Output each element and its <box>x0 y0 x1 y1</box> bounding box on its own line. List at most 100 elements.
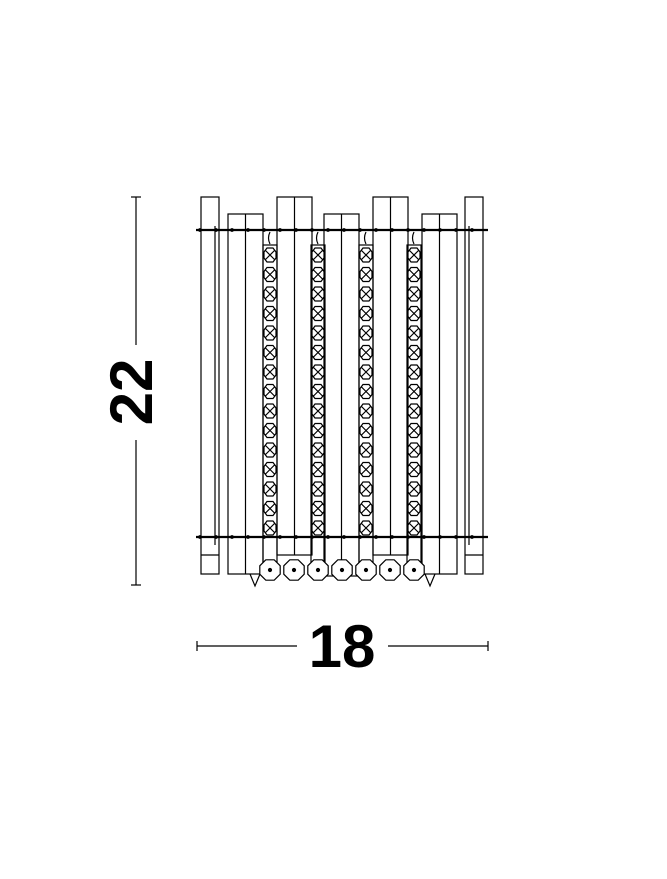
crystal-facet <box>264 522 276 534</box>
crystal-facet <box>360 308 372 319</box>
crystal-facet <box>360 405 372 417</box>
rod-rivet <box>342 535 346 539</box>
wall-lamp-drawing <box>196 196 488 588</box>
crystal-facet <box>408 249 420 261</box>
crystal-facet <box>264 386 276 397</box>
crystal-facet <box>312 269 324 280</box>
rod-rivet <box>294 535 298 539</box>
side-bar <box>464 196 484 575</box>
rod-rivet <box>374 228 378 232</box>
bottom-crystal-center <box>363 567 369 573</box>
rod-rivet <box>262 228 266 232</box>
bottom-crystal-center <box>315 567 321 573</box>
height-dimension: 22 <box>98 196 165 586</box>
rod-rivet <box>438 535 442 539</box>
rod-rivet <box>454 228 458 232</box>
rod-rivet <box>422 535 426 539</box>
rod-rivet <box>358 228 362 232</box>
crystal-facet <box>360 249 372 261</box>
crystal-facet <box>312 308 324 319</box>
crystal-facet <box>264 308 276 319</box>
rod-rivet <box>422 228 426 232</box>
crystal-facet <box>408 327 420 339</box>
rod-rivet <box>214 535 218 539</box>
crystal-facet <box>264 483 276 495</box>
rod-rivet <box>294 228 298 232</box>
crystal-facet <box>312 483 324 495</box>
crystal-facet <box>312 464 324 475</box>
rod-rivet <box>374 535 378 539</box>
crystal-facet <box>360 269 372 280</box>
rod-rivet <box>198 228 202 232</box>
crystal-facet <box>312 327 324 339</box>
rod-rivet <box>230 228 234 232</box>
rod-rivet <box>214 228 218 232</box>
crystal-facet <box>312 405 324 417</box>
rod-rivet <box>438 228 442 232</box>
rod-rivet <box>230 535 234 539</box>
width-label: 18 <box>309 613 376 680</box>
crystal-facet <box>408 425 420 436</box>
drop-pendant <box>249 573 261 588</box>
crystal-facet <box>264 269 276 280</box>
crystal-facet <box>264 249 276 261</box>
rod-rivet <box>342 228 346 232</box>
crystal-facet <box>408 269 420 280</box>
crystal-hook <box>315 231 319 245</box>
crystal-facet <box>408 483 420 495</box>
height-label: 22 <box>98 359 165 426</box>
crystal-facet <box>360 347 372 358</box>
rod-rivet <box>246 535 250 539</box>
crystal-facet <box>408 366 420 378</box>
crystal-facet <box>264 366 276 378</box>
rod-rivet <box>390 228 394 232</box>
crystal-facet <box>360 425 372 436</box>
crystal-facet <box>312 522 324 534</box>
crystal-facet <box>360 288 372 300</box>
crystal-facet <box>408 347 420 358</box>
crystal-facet <box>264 425 276 436</box>
crystal-facet <box>360 327 372 339</box>
crystal-facet <box>264 347 276 358</box>
bottom-crystal-center <box>387 567 393 573</box>
rod-rivet <box>390 535 394 539</box>
rod-rivet <box>310 228 314 232</box>
crystal-facet <box>264 464 276 475</box>
crystal-facet <box>312 288 324 300</box>
crystal-facet <box>264 327 276 339</box>
width-dimension: 18 <box>196 613 489 680</box>
crystal-facet <box>312 503 324 514</box>
crystal-facet <box>408 308 420 319</box>
rod-rivet <box>246 228 250 232</box>
crystal-hook <box>411 231 415 245</box>
crystal-facet <box>360 503 372 514</box>
crystal-facet <box>312 425 324 436</box>
rod-rivet <box>470 535 474 539</box>
rod-rivet <box>470 228 474 232</box>
rod-rivet <box>406 228 410 232</box>
drop-pendant <box>424 573 436 588</box>
crystal-hook <box>363 231 367 245</box>
bottom-crystal-center <box>267 567 273 573</box>
crystal-facet <box>312 347 324 358</box>
crystal-facet <box>264 503 276 514</box>
side-bar <box>200 196 220 575</box>
crystal-facet <box>312 386 324 397</box>
crystal-facet <box>360 444 372 456</box>
rod-rivet <box>326 228 330 232</box>
crystal-facet <box>312 249 324 261</box>
crystal-facet <box>264 405 276 417</box>
bottom-crystal-center <box>339 567 345 573</box>
crystal-facet <box>408 503 420 514</box>
crystal-hook <box>267 231 271 245</box>
crystal-facet <box>360 522 372 534</box>
crystal-facet <box>312 366 324 378</box>
crystal-facet <box>408 522 420 534</box>
crystal-facet <box>360 386 372 397</box>
crystal-facet <box>264 444 276 456</box>
crystal-facet <box>360 483 372 495</box>
crystal-facet <box>408 288 420 300</box>
rod-rivet <box>326 535 330 539</box>
rod-rivet <box>278 535 282 539</box>
